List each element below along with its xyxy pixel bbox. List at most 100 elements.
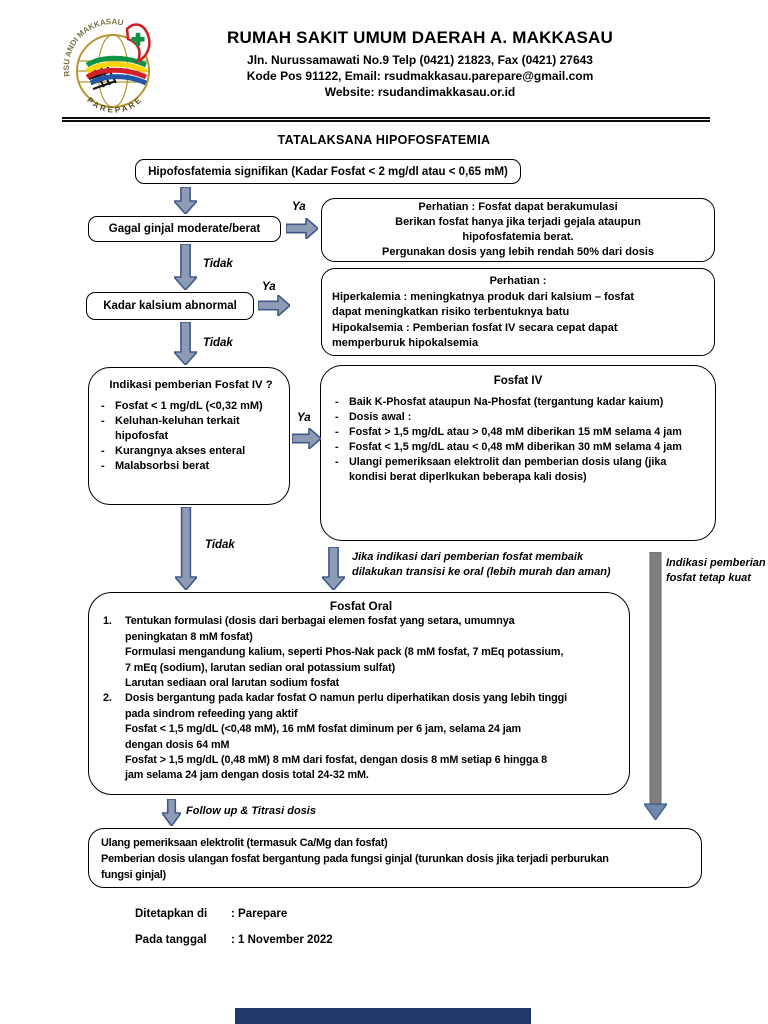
item-line: peningkatan 8 mM fosfat) <box>125 630 253 643</box>
footer-place: Ditetapkan di : Parepare <box>135 908 287 920</box>
label-tidak-3: Tidak <box>205 539 235 551</box>
warning-line: hipofosfatemia berat. <box>462 231 574 243</box>
box-hipofosfatemia-signifikan: Hipofosfatemia signifikan (Kadar Fosfat … <box>135 159 521 184</box>
box-text: Hipofosfatemia signifikan (Kadar Fosfat … <box>148 165 508 178</box>
page-title: TATALAKSANA HIPOFOSFATEMIA <box>277 133 491 147</box>
footer-place-value: : Parepare <box>231 908 288 920</box>
numbered-item: 2. Dosis bergantung pada kadar fosfat O … <box>103 691 619 783</box>
note-line: dilakukan transisi ke oral (lebih murah … <box>352 566 611 578</box>
final-line: Pemberian dosis ulangan fosfat bergantun… <box>101 853 609 865</box>
box-fosfat-oral: Fosfat Oral 1. Tentukan formulasi (dosis… <box>88 592 630 795</box>
final-line: Ulang pemeriksaan elektrolit (termasuk C… <box>101 837 388 849</box>
list-item-text: Malabsorbsi berat <box>115 460 210 472</box>
warning-line: Hiperkalemia : meningkatnya produk dari … <box>332 290 634 303</box>
bullet: - <box>335 396 339 408</box>
list-item: -Baik K-Phosfat ataupun Na-Phosfat (terg… <box>335 395 701 410</box>
item-number: 1. <box>103 615 112 628</box>
warning-line: Perhatian : Fosfat dapat berakumulasi <box>418 201 618 213</box>
warning-line: Pergunakan dosis yang lebih rendah 50% d… <box>381 246 655 258</box>
item-line: Fosfat > 1,5 mg/dL (0,48 mM) 8 mM dari f… <box>125 754 548 767</box>
box-title: Fosfat Oral <box>329 599 393 613</box>
warning-line: Berikan fosfat hanya jika terjadi gejala… <box>395 216 641 228</box>
list-item: -Ulangi pemeriksaan elektrolit dan pembe… <box>335 455 701 485</box>
green-cross-icon <box>131 32 145 46</box>
list-item-text: Dosis awal : <box>349 411 412 423</box>
arrow-iv-to-oral-icon <box>321 546 346 591</box>
arrow-indication-ya-icon <box>291 427 322 450</box>
label-ya-2: Ya <box>262 281 276 293</box>
list-item-text: Fosfat < 1,5 mg/dL atau < 0,48 mM diberi… <box>349 441 682 453</box>
bullet: - <box>101 415 105 427</box>
item-line: jam selama 24 jam dengan dosis total 24-… <box>125 769 369 782</box>
hospital-address: Jln. Nurussamawati No.9 Telp (0421) 2182… <box>247 53 593 67</box>
footer-date-label: Pada tanggal <box>135 934 207 946</box>
label-tidak-2: Tidak <box>203 337 233 349</box>
letterhead-divider <box>62 117 710 122</box>
arrow-renal-to-calcium-icon <box>173 243 198 291</box>
box-title: Indikasi pemberian Fosfat IV ? <box>109 379 273 391</box>
arrow-renal-ya-icon <box>285 217 319 240</box>
box-text: Kadar kalsium abnormal <box>103 300 237 312</box>
box-perhatian-kalsium: Perhatian : Hiperkalemia : meningkatnya … <box>321 268 715 356</box>
note-line: fosfat tetap kuat <box>666 572 751 584</box>
bullet: - <box>335 441 339 453</box>
item-number: 2. <box>103 692 112 705</box>
label-ya-3: Ya <box>297 412 311 424</box>
note-followup: Follow up & Titrasi dosis <box>186 805 316 817</box>
note-strong-indication: Indikasi pemberian fosfat tetap kuat <box>666 556 766 586</box>
list-item: -Dosis awal : <box>335 410 701 425</box>
hospital-website: Website: rsudandimakkasau.or.id <box>324 85 516 99</box>
footer-place-label: Ditetapkan di <box>135 908 208 920</box>
list-item-text: Keluhan-keluhan terkait hipofosfat <box>115 415 240 442</box>
box-perhatian-akumulasi: Perhatian : Fosfat dapat berakumulasi Be… <box>321 198 715 262</box>
list-item-text: Fosfat > 1,5 mg/dL atau > 0,48 mM diberi… <box>349 426 682 438</box>
label-ya-1: Ya <box>292 201 306 213</box>
arrow-calcium-to-indication-icon <box>173 321 198 366</box>
footer-date: Pada tanggal : 1 November 2022 <box>135 934 333 946</box>
label-tidak-1: Tidak <box>203 258 233 270</box>
warning-line: dapat meningkatkan risiko terbentuknya b… <box>332 306 570 318</box>
warning-line: memperburuk hipokalsemia <box>332 337 479 349</box>
hospital-name: RUMAH SAKIT UMUM DAERAH A. MAKKASAU <box>226 28 613 47</box>
note-line: Jika indikasi dari pemberian fosfat memb… <box>352 551 584 563</box>
list-item: -Fosfat < 1,5 mg/dL atau < 0,48 mM diber… <box>335 440 701 455</box>
box-indikasi-fosfat-iv: Indikasi pemberian Fosfat IV ? -Fosfat <… <box>88 367 290 505</box>
hospital-postal-email: Kode Pos 91122, Email: rsudmakkasau.pare… <box>246 69 594 83</box>
box-text: Gagal ginjal moderate/berat <box>108 223 261 235</box>
note-transition: Jika indikasi dari pemberian fosfat memb… <box>352 550 611 580</box>
item-line: 7 mEq (sodium), larutan sedian oral pota… <box>125 661 396 674</box>
hospital-logo-icon: RSU ANDI MAKKASAU PAREPARE <box>62 17 151 115</box>
item-line: Fosfat < 1,5 mg/dL (<0,48 mM), 16 mM fos… <box>125 723 522 736</box>
letterhead: RUMAH SAKIT UMUM DAERAH A. MAKKASAU Jln.… <box>180 28 660 100</box>
final-line: fungsi ginjal) <box>101 869 166 881</box>
list-item: -Keluhan-keluhan terkait hipofosfat <box>101 414 281 444</box>
list-item-text: Fosfat < 1 mg/dL (<0,32 mM) <box>115 400 263 412</box>
warning-title: Perhatian : <box>489 275 547 287</box>
arrow-indication-to-oral-icon <box>174 506 198 591</box>
list-item-text: Ulangi pemeriksaan elektrolit dan pember… <box>349 456 667 483</box>
warning-line: Hipokalsemia : Pemberian fosfat IV secar… <box>332 321 618 334</box>
list-item: -Fosfat < 1 mg/dL (<0,32 mM) <box>101 399 281 414</box>
list-item: -Malabsorbsi berat <box>101 459 281 474</box>
bullet: - <box>335 456 339 468</box>
list-item-text: Kurangnya akses enteral <box>115 445 246 457</box>
list-item: -Fosfat > 1,5 mg/dL atau > 0,48 mM diber… <box>335 425 701 440</box>
item-line: dengan dosis 64 mM <box>125 738 230 751</box>
arrow-iv-strong-indication-icon <box>642 551 669 822</box>
note-line: Indikasi pemberian <box>666 557 766 569</box>
item-line: Larutan sediaan oral larutan sodium fosf… <box>125 677 340 690</box>
arrow-oral-to-final-icon <box>161 798 182 827</box>
bottom-bar <box>235 1008 531 1024</box>
bullet: - <box>335 411 339 423</box>
footer-date-value: : 1 November 2022 <box>231 934 333 946</box>
list-item: -Kurangnya akses enteral <box>101 444 281 459</box>
item-line: Formulasi mengandung kalium, seperti Pho… <box>125 646 564 659</box>
box-fosfat-iv: Fosfat IV -Baik K-Phosfat ataupun Na-Pho… <box>320 365 716 541</box>
box-title: Fosfat IV <box>493 375 543 387</box>
bullet: - <box>101 400 105 412</box>
arrow-significant-to-renal-icon <box>173 186 198 215</box>
list-item-text: Baik K-Phosfat ataupun Na-Phosfat (terga… <box>349 396 664 408</box>
numbered-item: 1. Tentukan formulasi (dosis dari berbag… <box>103 614 619 691</box>
bullet: - <box>101 460 105 472</box>
